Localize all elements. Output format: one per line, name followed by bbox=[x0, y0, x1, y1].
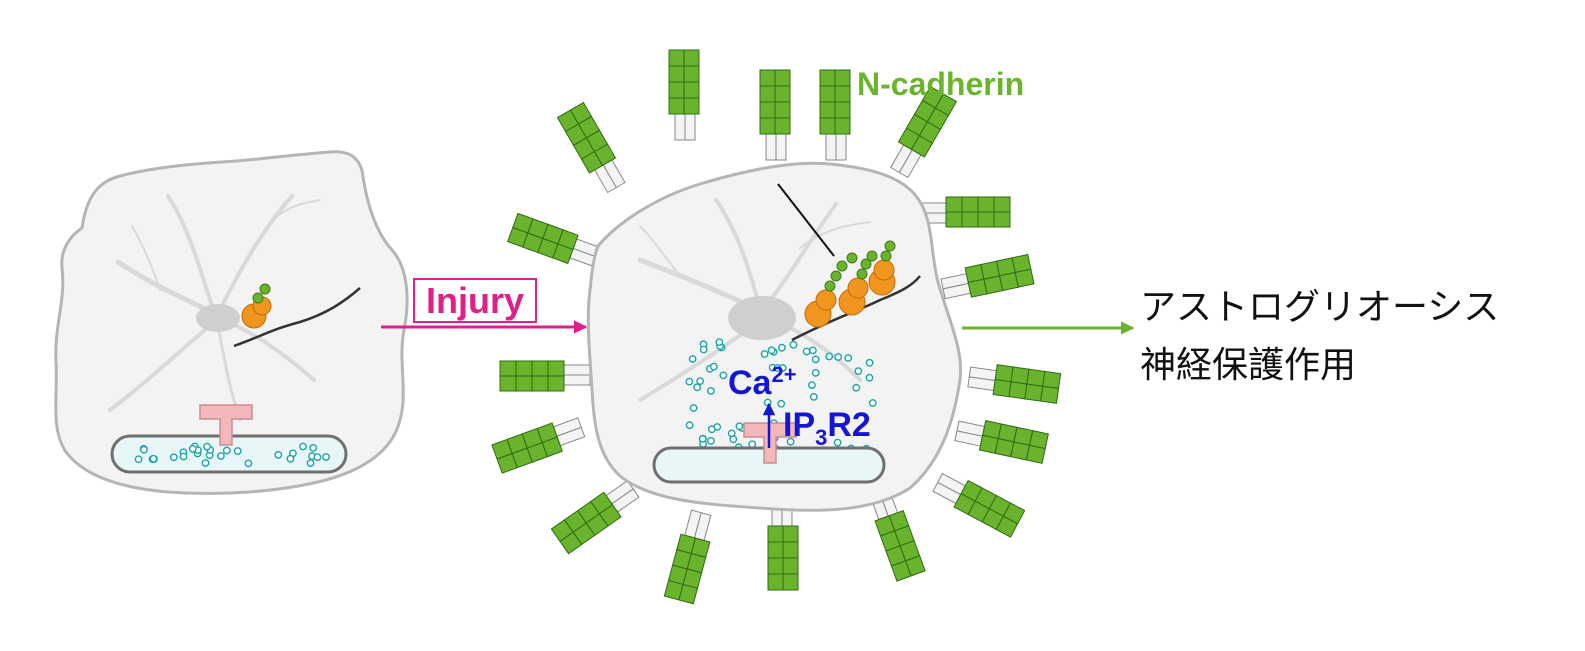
calcium-ion bbox=[709, 362, 718, 371]
calcium-ion bbox=[811, 355, 820, 364]
calcium-ion bbox=[773, 364, 782, 372]
calcium-ion bbox=[286, 454, 295, 463]
injury-label: Injury bbox=[426, 280, 524, 321]
calcium-label: Ca2+ bbox=[728, 362, 797, 402]
calcium-ion bbox=[719, 371, 728, 380]
calcium-ion bbox=[134, 455, 143, 464]
cadherin-icon bbox=[759, 69, 791, 161]
calcium-ion bbox=[707, 386, 715, 395]
calcium-ion bbox=[685, 421, 694, 430]
calcium-ion bbox=[727, 429, 736, 438]
calcium-ion bbox=[809, 392, 818, 401]
calcium-ion bbox=[309, 443, 318, 452]
cadherin-icon bbox=[491, 413, 588, 474]
calcium-ion bbox=[868, 399, 877, 407]
calcium-ion bbox=[149, 454, 158, 463]
n-cadherin-label: N-cadherin bbox=[857, 66, 1024, 102]
cadherin-icon bbox=[668, 49, 700, 141]
calcium-ion bbox=[809, 346, 817, 355]
calcium-ion bbox=[139, 445, 148, 454]
calcium-ion bbox=[802, 347, 811, 356]
reactive-astrocyte bbox=[491, 49, 1062, 605]
calcium-ion bbox=[777, 399, 786, 408]
cadherin-icon bbox=[819, 69, 851, 161]
calcium-ion bbox=[222, 446, 231, 455]
calcium-ion bbox=[778, 343, 786, 352]
calcium-ion bbox=[865, 358, 874, 367]
calcium-ion bbox=[844, 354, 853, 362]
calcium-ion bbox=[789, 340, 798, 349]
cadherin-icon bbox=[930, 467, 1026, 538]
calcium-ion bbox=[216, 452, 225, 460]
cadherin-icon bbox=[550, 476, 643, 555]
calcium-ion bbox=[707, 436, 715, 445]
calcium-ion bbox=[833, 438, 842, 447]
calcium-ion bbox=[715, 338, 724, 346]
ip3r2-label: IP3R2 bbox=[783, 406, 871, 450]
calcium-ion bbox=[760, 350, 769, 358]
calcium-ion bbox=[854, 367, 863, 375]
cadherin-icon bbox=[663, 508, 718, 605]
cadherin-icon bbox=[556, 102, 629, 196]
resting-astrocyte bbox=[54, 150, 409, 495]
calcium-ion bbox=[169, 453, 178, 462]
calcium-ion bbox=[698, 434, 707, 443]
calcium-ion bbox=[767, 346, 776, 355]
cadherin-icon bbox=[919, 196, 1011, 228]
calcium-ion bbox=[786, 437, 795, 446]
calcium-ion bbox=[865, 373, 874, 382]
calcium-ion bbox=[689, 404, 698, 412]
calcium-ion bbox=[685, 377, 694, 386]
calcium-ion bbox=[808, 381, 816, 389]
calcium-ion bbox=[811, 368, 820, 377]
calcium-ion bbox=[188, 444, 197, 453]
cadherin-icon bbox=[966, 360, 1062, 404]
injury-label-box bbox=[413, 278, 537, 323]
cadherin-icon bbox=[953, 414, 1049, 464]
cadherin-icon bbox=[507, 212, 603, 273]
calcium-ion bbox=[693, 383, 701, 392]
calcium-ion bbox=[201, 459, 210, 467]
calcium-ion bbox=[696, 377, 705, 385]
outcome-neuroprotection: 神経保護作用 bbox=[1140, 345, 1357, 386]
cadherin-icon bbox=[939, 254, 1035, 304]
calcium-ion bbox=[688, 355, 697, 363]
calcium-ion bbox=[203, 442, 212, 451]
calcium-ion bbox=[306, 459, 315, 467]
calcium-ion bbox=[834, 353, 843, 361]
calcium-ion bbox=[735, 422, 744, 431]
calcium-ion bbox=[233, 447, 242, 455]
calcium-ion bbox=[313, 453, 322, 461]
calcium-ion bbox=[852, 383, 861, 392]
calcium-ion bbox=[825, 352, 834, 361]
calcium-ion bbox=[179, 452, 188, 461]
calcium-ion bbox=[322, 453, 330, 461]
outcome-astrogliosis: アストログリオーシス bbox=[1140, 287, 1500, 328]
cadherin-icon bbox=[767, 499, 799, 591]
cadherin-icon bbox=[499, 360, 591, 392]
calcium-ion bbox=[244, 459, 253, 468]
resting-calcium-ions bbox=[134, 442, 330, 468]
calcium-ion bbox=[274, 450, 283, 459]
calcium-ion bbox=[707, 425, 716, 434]
calcium-ion bbox=[699, 345, 708, 354]
calcium-ion bbox=[299, 442, 307, 451]
